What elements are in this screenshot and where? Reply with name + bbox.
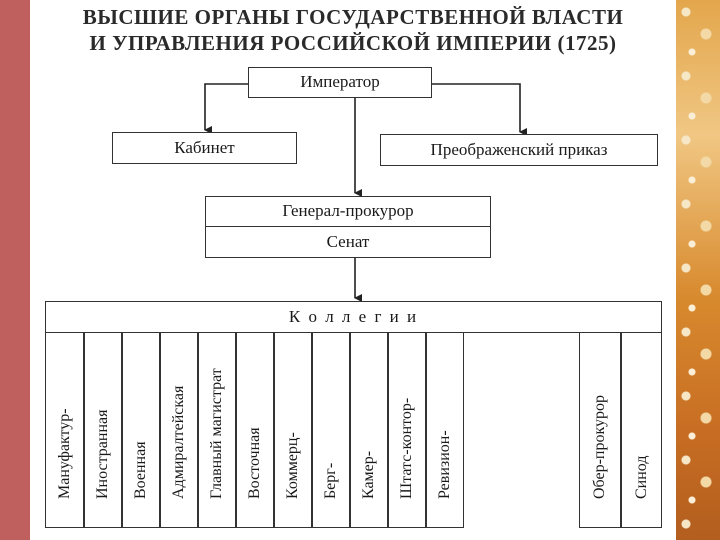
collegium-column: Штатс-контор- xyxy=(388,332,426,528)
collegium-label: Мануфактур- xyxy=(55,408,73,499)
collegium-label: Камер- xyxy=(360,450,377,499)
collegium-column: Адмиралтейская xyxy=(160,332,198,528)
preobrazhensky-node: Преображенский приказ xyxy=(380,134,658,166)
collegium-column: Камер- xyxy=(350,332,388,528)
collegia-label: К о л л е г и и xyxy=(288,307,419,326)
cabinet-label: Кабинет xyxy=(174,138,235,157)
synod-column: Синод xyxy=(621,332,662,528)
right-ornament-strip xyxy=(676,0,720,540)
synod-label: Синод xyxy=(632,455,650,499)
diagram-slide: ВЫСШИЕ ОРГАНЫ ГОСУДАРСТВЕННОЙ ВЛАСТИ И У… xyxy=(30,0,676,540)
collegium-label: Восточная xyxy=(246,427,263,499)
collegium-column: Берг- xyxy=(312,332,350,528)
left-decorative-strip xyxy=(0,0,30,540)
collegium-column: Коммерц- xyxy=(274,332,312,528)
collegia-header: К о л л е г и и xyxy=(45,301,662,333)
arrow-emperor-preobrazhensky xyxy=(432,83,527,136)
title-line-2: И УПРАВЛЕНИЯ РОССИЙСКОЙ ИМПЕРИИ (1725) xyxy=(89,31,617,55)
preobrazhensky-label: Преображенский приказ xyxy=(430,140,608,159)
collegium-column: Ревизион- xyxy=(426,332,464,528)
collegium-label: Военная xyxy=(132,441,149,499)
collegium-label: Берг- xyxy=(322,462,339,499)
collegium-column: Иностранная xyxy=(84,332,122,528)
collegium-column: Военная xyxy=(122,332,160,528)
ober-procurator-label: Обер-прокурор xyxy=(591,394,608,499)
collegium-label: Главный магистрат xyxy=(208,368,225,499)
senate-node: Сенат xyxy=(205,226,491,258)
collegium-label: Ревизион- xyxy=(436,430,453,499)
collegium-label: Иностранная xyxy=(94,409,111,500)
collegium-column: Мануфактур- xyxy=(45,332,84,528)
collegium-label: Штатс-контор- xyxy=(398,397,415,499)
emperor-node: Император xyxy=(248,67,432,98)
collegium-column: Главный магистрат xyxy=(198,332,236,528)
procurator-label: Генерал-прокурор xyxy=(282,201,414,220)
cabinet-node: Кабинет xyxy=(112,132,297,164)
collegium-label: Коммерц- xyxy=(284,432,301,499)
emperor-label: Император xyxy=(300,72,380,91)
connector-lines xyxy=(204,83,527,302)
collegium-label: Адмиралтейская xyxy=(170,385,187,499)
senate-label: Сенат xyxy=(326,232,370,251)
title-line-1: ВЫСШИЕ ОРГАНЫ ГОСУДАРСТВЕННОЙ ВЛАСТИ xyxy=(82,5,624,29)
collegium-column: Восточная xyxy=(236,332,274,528)
procurator-node: Генерал-прокурор xyxy=(205,196,491,227)
arrow-emperor-cabinet xyxy=(204,83,248,134)
synod-column: Обер-прокурор xyxy=(579,332,621,528)
